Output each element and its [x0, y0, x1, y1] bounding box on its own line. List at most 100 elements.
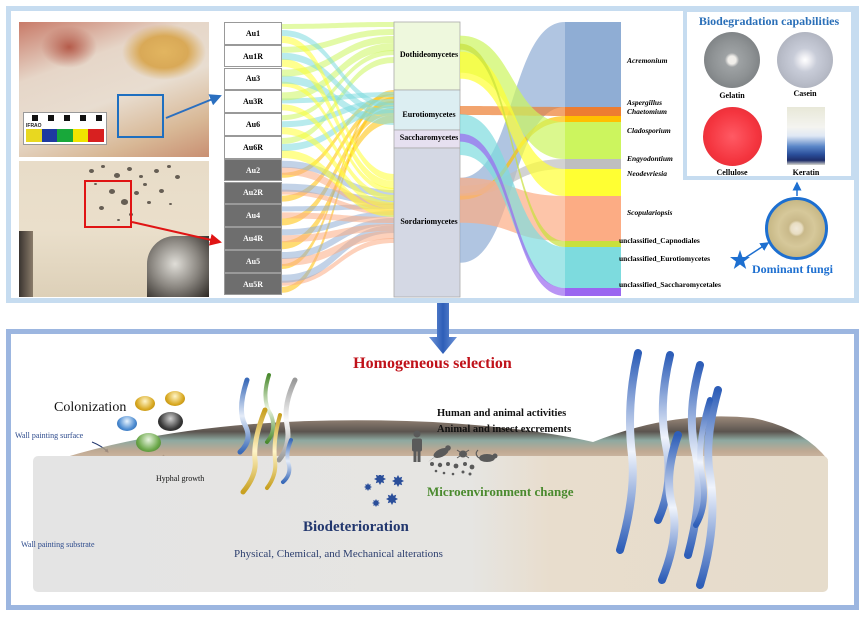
metabolite-star — [364, 483, 372, 491]
human-animal-icons — [412, 430, 498, 476]
scale-bar: IFRAO — [23, 112, 107, 145]
arrow-star-to-dish — [744, 242, 770, 259]
sample-node: Au5R — [224, 272, 282, 296]
genus-node — [565, 107, 621, 116]
genus-node — [565, 288, 621, 296]
sankey-diagram — [282, 21, 621, 298]
activities-line-2: Animal and insect excrements — [437, 424, 572, 435]
alterations-label: Physical, Chemical, and Mechanical alter… — [234, 548, 443, 560]
fungal-spot — [175, 175, 180, 179]
sample-flow — [282, 231, 394, 266]
class-label: Eurotiomycetes — [402, 110, 456, 119]
hypha — [237, 377, 251, 455]
sample-node: Au2 — [224, 158, 282, 182]
fungal-spot — [159, 189, 164, 193]
fungal-spot — [117, 219, 120, 222]
class-node — [393, 147, 461, 298]
casein-label: Casein — [793, 89, 817, 98]
dominant-fungi-label: Dominant fungi — [752, 262, 834, 276]
fungal-spot — [109, 189, 115, 194]
hypha — [276, 377, 298, 463]
biodegradation-title: Biodegradation capabilities — [698, 14, 840, 28]
genus-node — [565, 196, 621, 241]
sample-node: Au6R — [224, 136, 282, 159]
metabolite-star — [372, 499, 380, 507]
hypha — [693, 397, 713, 528]
genus-node — [565, 122, 621, 159]
selection-box-red — [84, 180, 132, 228]
casein-dish — [777, 32, 833, 88]
metabolite-stars — [364, 475, 404, 507]
sample-flow — [282, 127, 394, 209]
genus-node — [565, 169, 621, 196]
sample-node: Au4R — [224, 227, 282, 250]
sample-node: Au4 — [224, 204, 282, 227]
sample-flow — [282, 238, 394, 286]
genus-flow — [460, 51, 565, 196]
fungal-spot — [134, 191, 139, 195]
genus-label: Acremonium — [627, 56, 668, 65]
sample-node: Au5 — [224, 250, 282, 273]
hyphae-large — [616, 349, 722, 589]
class-node — [393, 89, 461, 131]
genus-node — [565, 159, 621, 169]
fungal-spot — [127, 167, 132, 171]
fungal-spot — [167, 165, 171, 169]
sample-node: Au2R — [224, 181, 282, 205]
sample-flow — [282, 58, 394, 189]
gelatin-dish — [704, 32, 760, 88]
fungal-spot — [114, 173, 120, 178]
genus-node — [565, 247, 621, 288]
fungal-spot — [154, 169, 159, 173]
human-icon — [412, 430, 422, 462]
metabolite-star — [392, 475, 404, 487]
spore-yellow-2 — [165, 391, 185, 406]
mouse-icon — [475, 449, 498, 462]
genus-flow — [460, 114, 565, 288]
metabolite-star — [374, 475, 386, 485]
colonization-label: Colonization — [54, 400, 127, 415]
painting-photo-bottom — [19, 161, 209, 297]
sample-flow — [282, 81, 394, 193]
genus-label: Chaetomium — [627, 107, 668, 116]
hyphae-small — [237, 373, 298, 495]
scale-bar-label: IFRAO — [26, 123, 42, 129]
spore-yellow-1 — [135, 396, 155, 411]
genus-node — [565, 116, 621, 122]
sample-flow — [282, 104, 394, 201]
sample-flow — [282, 30, 394, 109]
sample-node: Au3R — [224, 90, 282, 113]
selection-box-blue — [117, 94, 164, 138]
hypha — [281, 438, 293, 484]
star-icon — [730, 250, 750, 269]
sample-flow — [282, 75, 394, 125]
hyphal-growth-label: Hyphal growth — [156, 474, 205, 483]
homogeneous-selection-title: Homogeneous selection — [353, 355, 512, 372]
hypha — [696, 386, 722, 589]
bird-icon — [428, 445, 451, 462]
activities-line-1: Human and animal activities — [437, 408, 567, 419]
genus-label: unclassified_Capnodiales — [619, 236, 700, 245]
metabolite-star — [386, 493, 398, 505]
hypha — [658, 431, 682, 584]
fungal-spot — [139, 175, 143, 179]
sample-flow — [282, 225, 394, 283]
sample-flow — [282, 212, 394, 223]
sample-flow — [282, 36, 394, 181]
biodegradation-box: Biodegradation capabilities Gelatin Case… — [683, 8, 855, 180]
genus-flow — [460, 133, 565, 296]
genus-label: Engyodontium — [627, 154, 673, 163]
hypha — [654, 351, 674, 524]
biodeterioration-label: Biodeterioration — [303, 519, 409, 535]
dark-object-left — [19, 231, 33, 297]
fungal-spot — [143, 183, 147, 187]
arrow-red — [131, 221, 222, 246]
hypha — [240, 407, 268, 495]
hypha — [265, 413, 282, 490]
genus-label: Scopulariopsis — [627, 208, 673, 217]
sample-node: Au3 — [224, 67, 282, 91]
spore-blue — [117, 416, 137, 431]
painting-photo-top: IFRAO — [19, 22, 209, 157]
genus-node — [565, 241, 621, 247]
down-arrow — [429, 303, 457, 354]
